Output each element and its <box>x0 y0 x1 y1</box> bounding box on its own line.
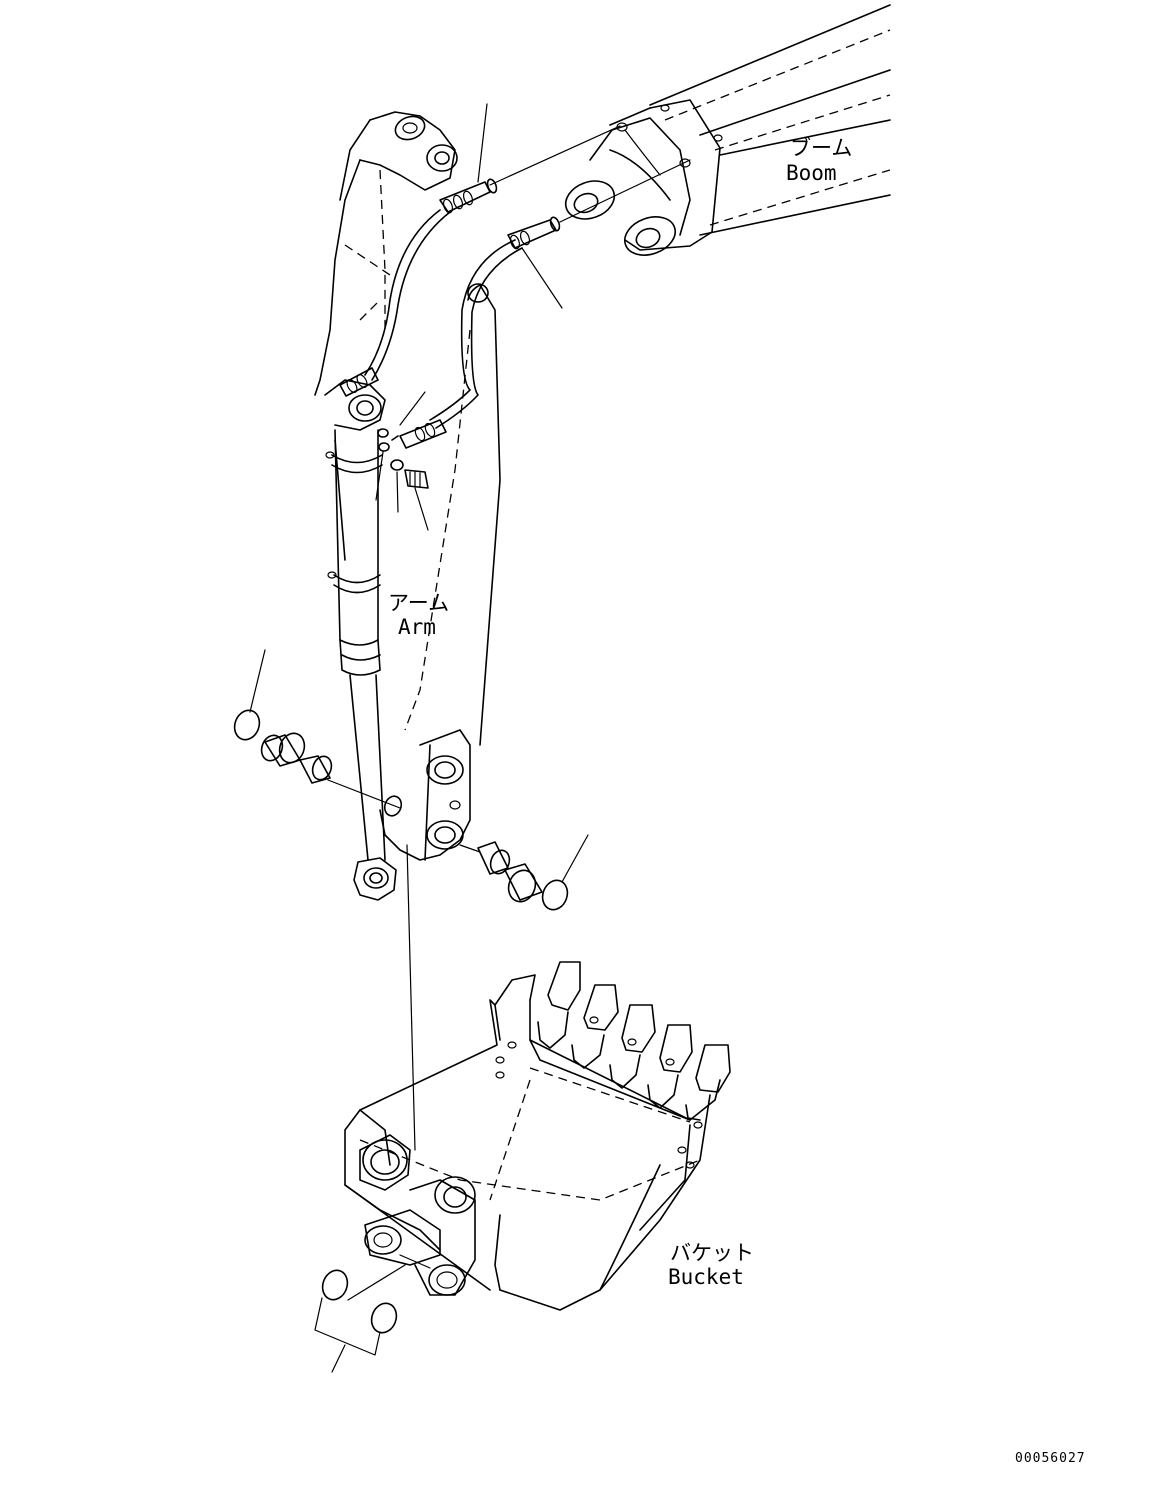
bucket-cylinder <box>324 379 397 901</box>
drawing-code: 00056027 <box>1015 1451 1086 1466</box>
boom-label-jp: ブーム <box>790 136 852 160</box>
mount-hardware <box>377 428 429 489</box>
bucket-label-jp: バケット <box>670 1241 754 1265</box>
arm-label-en: Arm <box>398 615 436 639</box>
boom-assembly: ブーム Boom <box>564 4 891 256</box>
lower-orings <box>314 1264 406 1356</box>
arm-label-jp: アーム <box>388 591 449 615</box>
pin-bushings <box>233 709 569 1151</box>
bucket-label-en: Bucket <box>668 1265 744 1289</box>
arm-assembly: アーム Arm <box>314 111 501 861</box>
boom-label-en: Boom <box>786 161 837 185</box>
hydraulic-hoses <box>339 178 561 449</box>
bucket-teeth <box>537 961 731 1121</box>
bucket-assembly: バケット Bucket <box>344 961 754 1311</box>
leader-lines <box>249 103 589 1373</box>
